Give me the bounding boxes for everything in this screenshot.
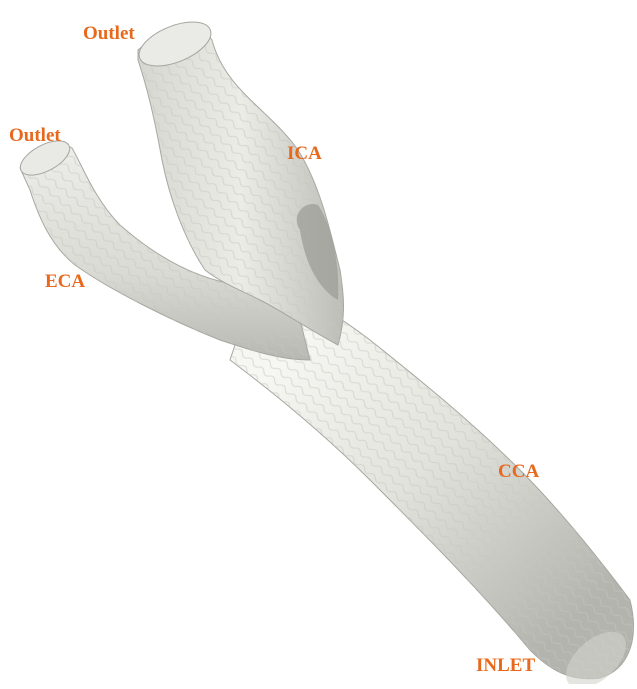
- cca-label: CCA: [498, 462, 539, 481]
- outlet-label-ica: Outlet: [83, 24, 135, 43]
- outlet-label-eca: Outlet: [9, 126, 61, 145]
- eca-label: ECA: [45, 272, 85, 291]
- inlet-label: INLET: [476, 656, 535, 675]
- ica-label: ICA: [287, 144, 322, 163]
